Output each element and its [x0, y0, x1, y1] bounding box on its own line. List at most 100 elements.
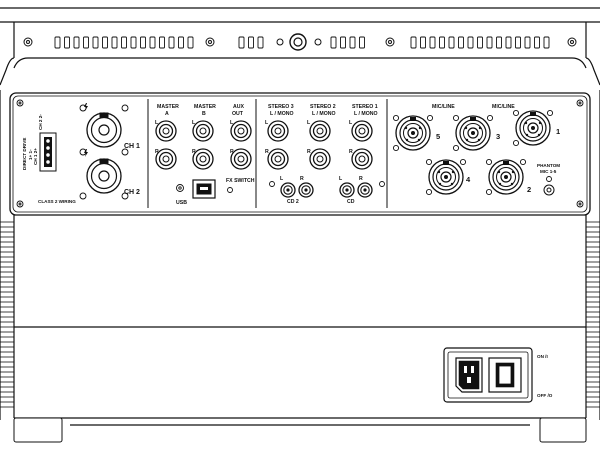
xlr-screw: [392, 114, 400, 122]
fx-switch-jack-screw: [227, 187, 233, 193]
usb-port[interactable]: [192, 179, 216, 199]
rca-screw: [269, 181, 275, 187]
stereo2-l-jack[interactable]: [309, 120, 331, 142]
vent-slot: [248, 36, 254, 49]
stereo1-label-line2: L / MONO: [354, 111, 378, 117]
xlr-screw: [452, 114, 460, 122]
vent-slot: [534, 36, 540, 49]
vent-slot: [149, 36, 156, 49]
channel-number-4: 4: [466, 175, 471, 184]
vent-slot: [543, 36, 550, 49]
terminal-row-3: CH 2 2-: [38, 114, 43, 130]
cd-r-letter: R: [359, 176, 363, 182]
vent-slot: [73, 36, 80, 49]
vent-slot: [439, 36, 445, 49]
aux-out-l-jack[interactable]: [230, 120, 252, 142]
warning-bolt-icons: [84, 103, 88, 157]
mic-line-input-1[interactable]: [515, 110, 551, 146]
rca-screw: [379, 181, 385, 187]
vent-slot: [458, 36, 464, 49]
phantom-switch[interactable]: [543, 184, 555, 196]
stereo1-l-letter: L: [349, 120, 353, 126]
mic-line-label-left: MIC/LINE: [432, 104, 455, 110]
power-on-label: ON /I: [537, 354, 548, 359]
section-dividers: [147, 99, 388, 208]
cd2-l-rca[interactable]: [280, 182, 296, 198]
top-center-knob: [289, 33, 307, 51]
vent-slot: [130, 36, 137, 49]
mic-line-input-5[interactable]: [395, 115, 431, 151]
vent-slot: [54, 36, 61, 49]
phantom-label-line2: MIC 1-5: [540, 169, 557, 174]
xlr-screw: [512, 139, 520, 147]
power-switch[interactable]: [488, 357, 522, 393]
vent-slot: [238, 36, 245, 49]
vent-slot: [359, 36, 365, 49]
master-b-label-line2: B: [202, 111, 206, 117]
stereo2-r-jack[interactable]: [309, 148, 331, 170]
vent-slot: [257, 36, 264, 49]
vent-slot: [111, 36, 118, 49]
stereo1-r-jack[interactable]: [351, 148, 373, 170]
cd2-r-rca[interactable]: [298, 182, 314, 198]
direct-drive-label: DIRECT DRIVE: [22, 138, 27, 170]
master-a-r-letter: R: [155, 149, 159, 155]
vent-slot: [330, 36, 337, 49]
stereo1-label-line1: STEREO 1: [352, 104, 378, 110]
xlr-screw: [512, 109, 520, 117]
stereo3-label-line1: STEREO 3: [268, 104, 294, 110]
xlr-screw: [546, 109, 554, 117]
cd-l-rca[interactable]: [339, 182, 355, 198]
vent-slot: [168, 36, 175, 49]
xlr-screw: [519, 158, 527, 166]
mic-line-input-3[interactable]: [455, 115, 491, 151]
master-a-l-jack[interactable]: [155, 120, 177, 142]
master-b-r-letter: R: [192, 149, 196, 155]
vent-slot: [64, 36, 70, 49]
usb-screw: [176, 184, 184, 192]
aux-out-r-jack[interactable]: [230, 148, 252, 170]
master-b-l-jack[interactable]: [192, 120, 214, 142]
xlr-combo-jacks: [392, 109, 554, 196]
vent-slot: [486, 36, 493, 49]
vent-slot: [340, 36, 346, 49]
vent-slot: [496, 36, 502, 49]
terminal-block: DIRECT DRIVE 1+ 1- CH 1 2+ CH 2 2-: [22, 114, 57, 172]
vent-slot: [121, 36, 127, 49]
master-b-l-letter: L: [192, 120, 196, 126]
xlr-screw: [485, 158, 493, 166]
io-panel-outline: [9, 92, 591, 216]
vent-slot: [349, 36, 356, 49]
terminal-row-2: CH 1 2+: [33, 148, 38, 165]
vent-slot: [83, 36, 89, 49]
xlr-screw: [425, 158, 433, 166]
io-panel-screws: [16, 99, 584, 208]
master-a-r-jack[interactable]: [155, 148, 177, 170]
stereo1-l-jack[interactable]: [351, 120, 373, 142]
cd-label: CD: [347, 199, 355, 205]
channel-number-1: 1: [556, 127, 560, 136]
mic-line-input-2[interactable]: [488, 159, 524, 195]
master-b-r-jack[interactable]: [192, 148, 214, 170]
vent-slot: [429, 36, 436, 49]
top-screws: [23, 37, 577, 47]
xlr-screw: [485, 188, 493, 196]
stereo1-r-letter: R: [349, 149, 353, 155]
xlr-screw: [392, 144, 400, 152]
cd-r-rca[interactable]: [357, 182, 373, 198]
vent-slot: [159, 36, 165, 49]
aux-r-letter: R: [230, 149, 234, 155]
vent-slot: [102, 36, 108, 49]
stereo3-r-jack[interactable]: [267, 148, 289, 170]
speakon-ch2[interactable]: [79, 158, 129, 200]
stereo3-label-line2: L / MONO: [270, 111, 294, 117]
phantom-label-line1: PHANTOM: [537, 163, 560, 168]
fx-switch-label: FX SWITCH: [226, 178, 255, 184]
mic-line-input-4[interactable]: [428, 159, 464, 195]
speakon-ch1[interactable]: [79, 104, 129, 156]
speakon-ch2-label: CH 2: [124, 189, 140, 196]
iec-power-socket[interactable]: [455, 357, 483, 393]
mic-line-label-right: MIC/LINE: [492, 104, 515, 110]
stereo3-l-jack[interactable]: [267, 120, 289, 142]
